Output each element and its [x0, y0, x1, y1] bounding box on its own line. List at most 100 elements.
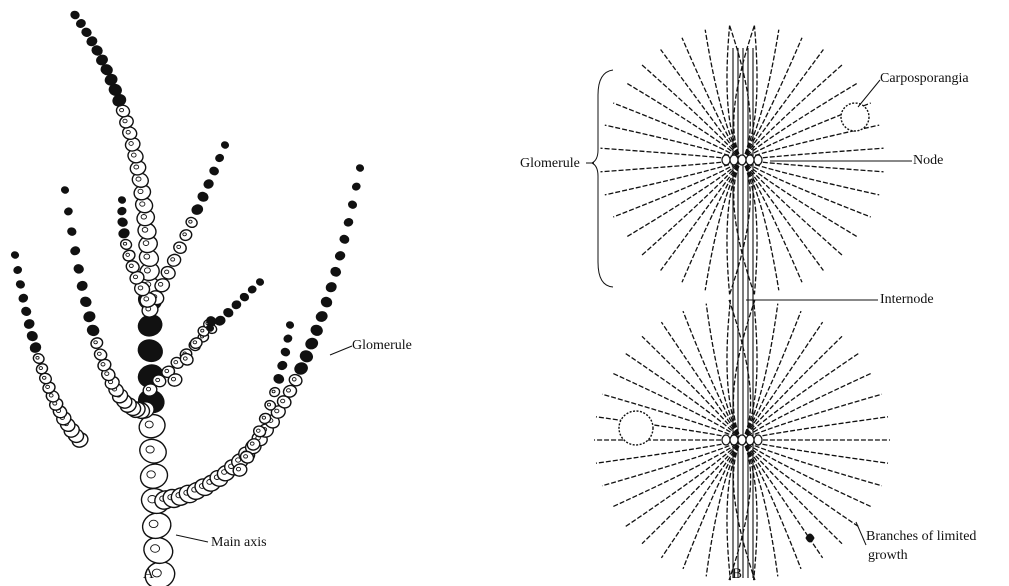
glomerule-bead [231, 300, 241, 310]
label-main-axis: Main axis [211, 535, 267, 551]
glomerule-bead [81, 27, 92, 37]
node-cell [722, 155, 730, 165]
label-glomerule-b: Glomerule [520, 156, 580, 172]
node-cell [738, 435, 746, 445]
glomerule-bead [18, 293, 28, 303]
branch-of-limited-growth [706, 304, 742, 440]
leader-carposporangia [858, 80, 880, 107]
branch-of-limited-growth [742, 83, 858, 160]
branch-of-limited-growth [642, 336, 742, 440]
glomerule-bead [339, 234, 350, 244]
branch-of-limited-growth [612, 440, 742, 507]
label-branches-line1: Branches of limited [866, 529, 976, 545]
glomerule-bead [248, 285, 257, 294]
glomerule-bead [118, 228, 130, 240]
branch-of-limited-growth [661, 50, 742, 161]
branch-of-limited-growth [742, 440, 872, 507]
branch-of-limited-growth [605, 125, 742, 160]
branch-of-limited-growth [626, 83, 742, 160]
glomerule-bead [64, 207, 73, 216]
glomerule-bead [70, 246, 81, 256]
glomerule-bead [86, 36, 98, 47]
glomerule-bead [293, 361, 308, 375]
branch-of-limited-growth [642, 440, 742, 544]
branch-of-limited-growth [742, 38, 802, 160]
node-cell [754, 435, 762, 445]
branch-of-limited-growth [626, 160, 742, 237]
panel-letter-b: B [732, 566, 742, 582]
glomerule-bead [352, 182, 361, 191]
branch-of-limited-growth [742, 160, 879, 195]
leader-lines [176, 70, 912, 545]
glomerule-bead [86, 324, 100, 337]
branch-of-limited-growth [661, 322, 742, 440]
branch-of-limited-growth [742, 50, 823, 161]
node-cell [730, 155, 738, 165]
glomerule-bead [23, 319, 35, 330]
label-glomerule-a: Glomerule [352, 338, 412, 354]
node-cell [722, 435, 730, 445]
glomerule-bracket [592, 70, 613, 287]
carposporangia-cluster [841, 103, 869, 131]
glomerule-bead [273, 373, 285, 384]
branch-of-limited-growth [742, 440, 778, 576]
glomerule-bead [67, 227, 77, 236]
label-branches-line2: growth [868, 548, 908, 564]
glomerule-bead [197, 191, 209, 202]
leader-glomerule-a [330, 346, 352, 355]
glomerule-bead [223, 307, 234, 317]
glomerule-bead [215, 154, 224, 163]
glomerule-bead [305, 337, 319, 350]
node-cell [730, 435, 738, 445]
glomerule-bead [256, 278, 264, 286]
glomerule-bead [11, 251, 19, 259]
glomerule-bead [356, 164, 364, 172]
glomerule-bead [280, 347, 290, 356]
branch-of-limited-growth [605, 160, 742, 195]
label-carposporangia: Carposporangia [880, 71, 969, 87]
glomerule-bead [70, 10, 80, 19]
glomerule-bead [26, 330, 38, 341]
glomerule-bead [348, 200, 358, 209]
branch-of-limited-growth [742, 440, 842, 544]
panel-letter-a: A [143, 566, 154, 582]
leader-branches [856, 522, 866, 545]
glomerule-bead [13, 266, 22, 275]
branch-of-limited-growth [742, 440, 859, 527]
branch-of-limited-growth [742, 353, 859, 440]
glomerule-bead [286, 321, 294, 329]
glomerule-bead [315, 310, 328, 322]
node-cell [738, 155, 746, 165]
glomerule-bead [61, 186, 69, 194]
glomerule-bead [117, 217, 128, 227]
node-cell [746, 435, 754, 445]
branch-of-limited-growth [742, 160, 858, 237]
label-internode: Internode [880, 292, 934, 308]
branch-of-limited-growth [742, 322, 823, 440]
glomerule-bead [91, 45, 103, 57]
glomerule-bead [283, 334, 292, 343]
branch-of-limited-growth [742, 373, 872, 440]
glomerule-bead [80, 296, 93, 308]
branch-of-limited-growth [601, 160, 743, 172]
branch-of-limited-growth [661, 440, 742, 558]
panel-a-drawing [11, 10, 364, 586]
branch-of-limited-growth [625, 440, 742, 527]
label-node: Node [913, 153, 943, 169]
branch-of-limited-growth [706, 440, 742, 576]
glomerule-bead [136, 436, 169, 467]
glomerule-bead [209, 166, 219, 176]
branch-of-limited-growth [742, 160, 823, 271]
leader-main-axis [176, 535, 208, 542]
glomerule-bead [29, 342, 42, 354]
glomerule-bead [239, 292, 249, 301]
branch-of-limited-growth [742, 336, 842, 440]
glomerule-bead [83, 310, 96, 323]
glomerule-bead [191, 204, 204, 216]
glomerule-bead [343, 218, 353, 227]
glomerule-bead [335, 251, 346, 261]
glomerule-bead [117, 207, 127, 216]
panel-b-drawing [594, 26, 890, 581]
branch-of-limited-growth [742, 160, 802, 282]
